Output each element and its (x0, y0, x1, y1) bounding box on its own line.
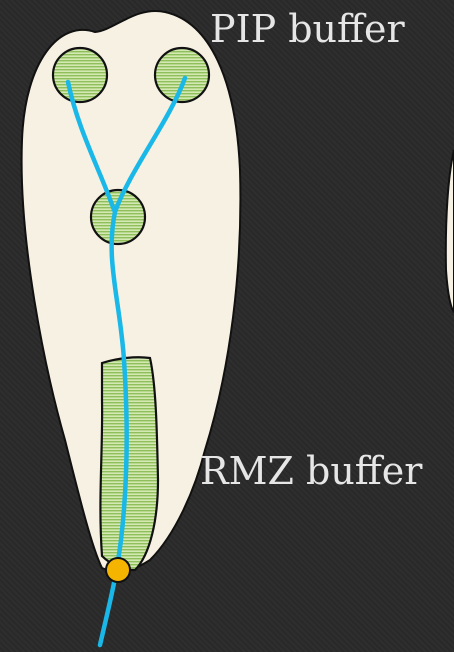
adjacent-buffer-region (446, 150, 454, 312)
rmz-buffer-label: RMZ buffer (200, 452, 422, 490)
pip-buffer-right (155, 48, 209, 102)
pip-buffer-label: PIP buffer (210, 10, 405, 48)
outlet-point (106, 558, 130, 582)
pip-buffer-left (53, 48, 107, 102)
rmz-buffer-strip (100, 357, 158, 570)
pip-buffer-junction (91, 190, 145, 244)
